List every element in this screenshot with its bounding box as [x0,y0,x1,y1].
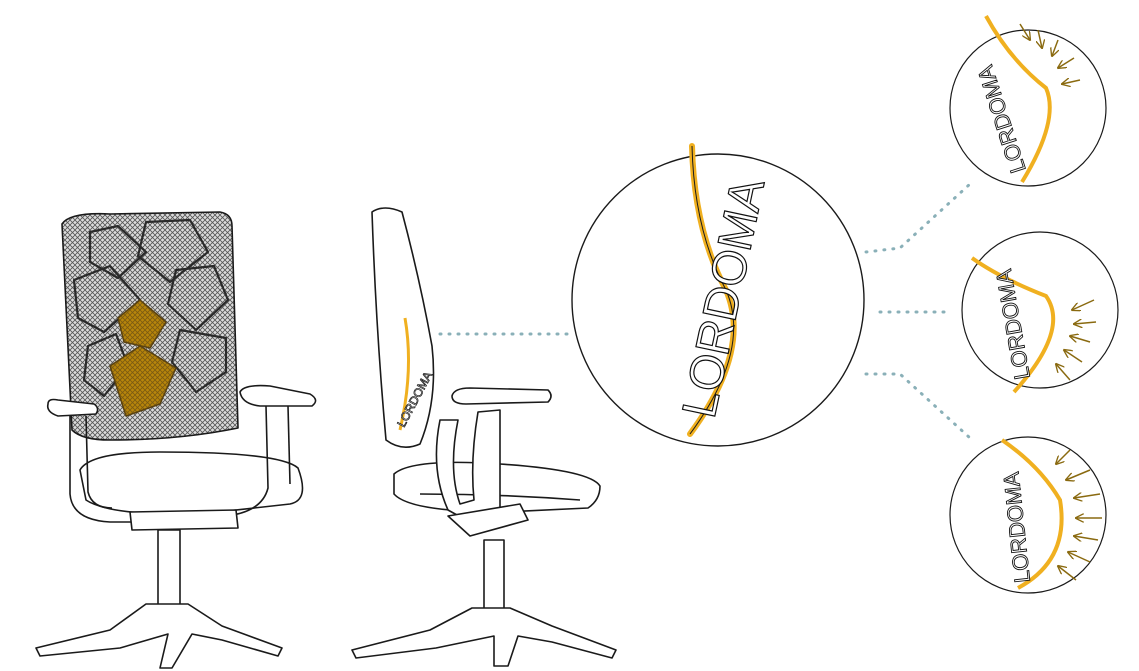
front-seat [80,452,303,514]
front-base [36,604,282,668]
lumbar-detail-middle: LORDOMA [962,232,1118,392]
lumbar-zoom-circle: LORDOMA [572,146,864,446]
side-base [352,608,616,666]
lumbar-detail-bottom: LORDOMA [950,437,1106,593]
lumbar-detail-top: LORDOMA [950,16,1106,186]
front-view-chair [36,212,316,668]
